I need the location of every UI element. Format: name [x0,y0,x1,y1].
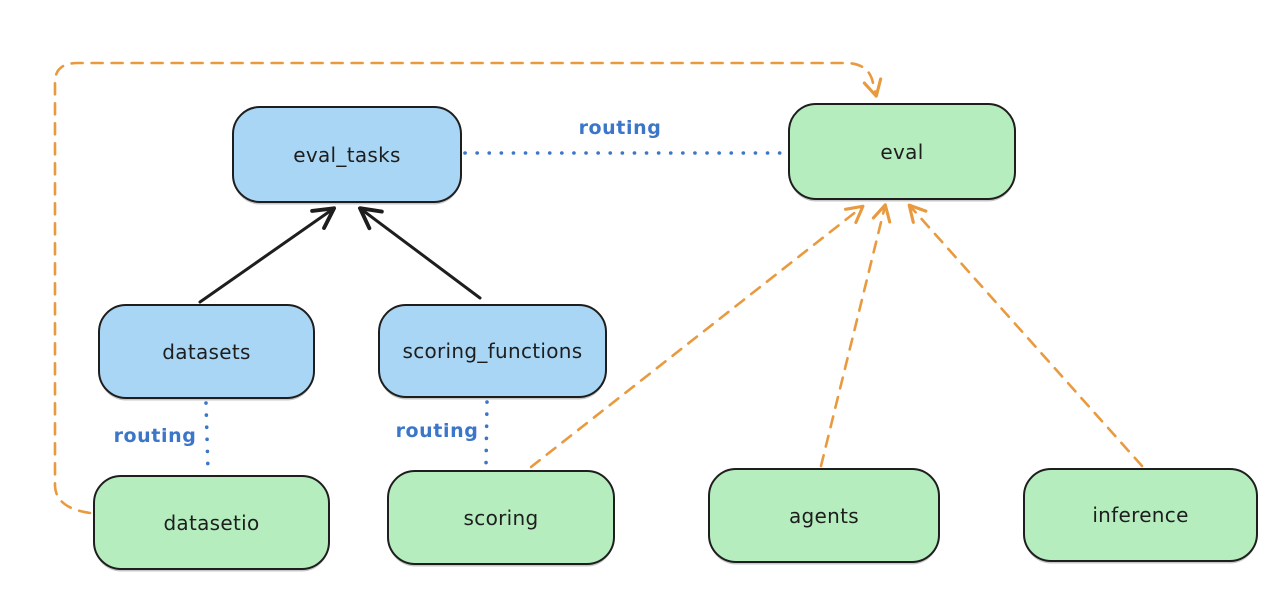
node-scoring-functions-label: scoring_functions [402,339,583,363]
node-datasetio: datasetio [93,475,330,570]
node-datasets: datasets [98,304,315,399]
node-eval-tasks-label: eval_tasks [293,142,401,167]
node-eval: eval [788,103,1016,200]
node-scoring-functions: scoring_functions [378,304,607,398]
edge-agents-to-eval [819,203,892,468]
node-agents: agents [708,468,940,563]
edge-scoring-to-eval [529,204,865,469]
node-inference: inference [1023,468,1258,562]
edge-label-routing-eval-tasks-eval: routing [578,117,662,139]
node-datasets-label: datasets [162,339,251,364]
node-scoring: scoring [387,470,615,565]
node-eval-tasks: eval_tasks [232,106,462,203]
edge-datasets-to-eval_tasks [198,206,337,304]
node-eval-label: eval [880,139,924,164]
edge-inference-to-eval [907,203,1144,468]
node-scoring-label: scoring [463,505,539,530]
edge-datasetio-to-eval [53,61,883,515]
node-inference-label: inference [1092,503,1189,527]
edge-label-routing-datasets-datasetio: routing [113,425,197,447]
edge-scoring_functions-to-eval_tasks [358,206,482,300]
edge-scoring_functions-to-scoring-routing [484,400,489,468]
node-agents-label: agents [789,503,859,528]
edge-label-routing-scoring-functions-scoring: routing [395,420,479,442]
node-datasetio-label: datasetio [163,510,260,535]
edge-datasets-to-datasetio-routing [204,401,210,473]
